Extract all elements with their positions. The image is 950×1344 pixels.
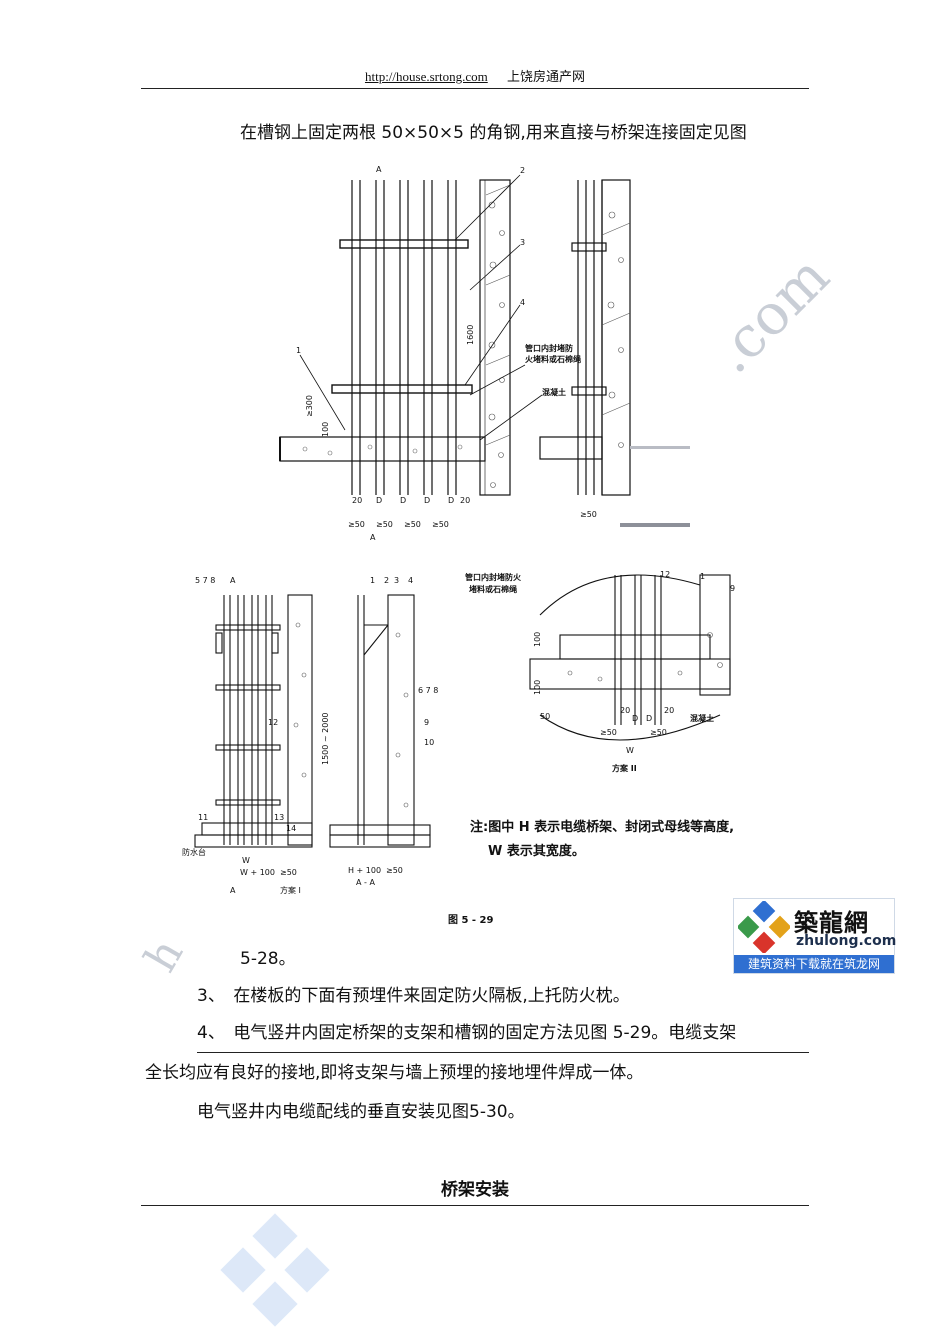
mid-section-aa: A - A [356,878,375,887]
lower-label-12: 12 [268,718,278,727]
right-dim-50: 50 [540,712,550,721]
paragraph-4-line-2: 全长均应有良好的接地,即将支架与墙上预埋的接地埋件焊成一体。 [145,1063,644,1083]
mid-dim-h: H + 100 [348,866,381,875]
upper-right-drawing [539,179,631,496]
mid-label-10: 10 [424,738,434,747]
zhulong-logo-cn: 築龍網 [794,908,869,937]
right-dim-100a: 100 [533,632,542,647]
divider-line [197,1052,809,1053]
lower-label-14: 14 [286,824,296,833]
right-dim-100b: 100 [533,680,542,695]
right-gap-50b: ≥50 [650,728,667,737]
gray-rule-2 [620,523,690,527]
lower-dim-w100: W + 100 [240,868,275,877]
right-seal-note-2: 堵料或石棉绳 [469,584,517,594]
upper-dim-20b: 20 [460,496,470,505]
lower-label-13: 13 [274,813,284,822]
upper-seal-note-2: 火堵料或石棉绳 [525,354,581,364]
upper-label-3: 3 [520,238,525,247]
upper-right-wall-hatch [601,211,631,448]
page-header: http://house.srtong.com 上饶房通产网 [141,66,809,89]
zhulong-logo-en: zhulong.com [796,933,897,949]
watermark-h: h [135,930,194,981]
scheme-1-label: 方案 I [280,885,301,895]
upper-dim-d3: D [424,496,430,505]
upper-gap-50d: ≥50 [432,520,449,529]
figure-caption: 图 5 - 29 [448,914,494,926]
faint-logo-watermark [220,1213,330,1327]
lower-dim-w: W [242,856,250,865]
lower-middle-drawing [329,594,431,848]
lower-label-578: 5 7 8 [195,576,215,585]
paragraph-5: 电气竖井内电缆配线的垂直安装见图5-30。 [197,1102,525,1122]
right-dim-20a: 20 [620,706,630,715]
section-heading: 桥架安装 [441,1180,509,1200]
lower-label-11: 11 [198,813,208,822]
right-dim-w: W [626,746,634,755]
paragraph-3: 3、 在楼板的下面有预埋件来固定防火隔板,上托防火枕。 [197,986,630,1006]
right-label-9: 9 [730,584,735,593]
upper-label-section-a-bottom: A [370,533,376,542]
mid-label-4: 4 [408,576,413,585]
right-label-12: 12 [660,570,670,579]
right-dim-d2: D [646,714,652,723]
lower-label-platform: 防水台 [182,847,206,857]
mid-dim-1500: 1500 ~ 2000 [321,712,330,765]
upper-left-drawing [279,179,511,496]
upper-label-1: 1 [296,346,301,355]
mid-label-1: 1 [370,576,375,585]
mid-label-2: 2 [384,576,389,585]
mid-gap-50: ≥50 [386,866,403,875]
upper-left-wall-hatch [485,184,511,488]
upper-dim-d1: D [376,496,382,505]
paragraph-1: 在槽钢上固定两根 50×50×5 的角钢,用来直接与桥架连接固定见图 [240,123,747,143]
lower-label-a: A [230,576,236,585]
upper-dim-100: 100 [321,422,330,437]
figure-note-line-2: W 表示其宽度。 [488,843,585,859]
upper-right-gap-50: ≥50 [580,510,597,519]
mid-label-3: 3 [394,576,399,585]
header-url[interactable]: http://house.srtong.com [364,69,488,84]
right-label-1: 1 [700,572,705,581]
right-dim-d1: D [632,714,638,723]
upper-seal-note: 管口内封堵防 [525,343,573,353]
mid-label-9: 9 [424,718,429,727]
zhulong-logo-icon [738,901,790,953]
scheme-2-label: 方案 II [612,763,637,773]
upper-concrete-label: 混凝土 [542,387,566,397]
upper-gap-50b: ≥50 [376,520,393,529]
upper-gap-50a: ≥50 [348,520,365,529]
right-dim-20b: 20 [664,706,674,715]
upper-dim-300: ≥300 [305,395,314,417]
right-concrete-label: 混凝土 [690,713,714,723]
upper-label-section-a-top: A [376,165,382,174]
lower-left-drawing [194,594,313,848]
mid-label-678: 6 7 8 [418,686,438,695]
footer-rule [141,1205,809,1206]
right-gap-50a: ≥50 [600,728,617,737]
lower-label-a-bottom: A [230,886,236,895]
zhulong-logo: 築龍網 zhulong.com 建筑资料下载就在筑龙网 [733,898,897,974]
figure-5-29: 1 2 3 4 A A 1600 ≥300 100 管口内封堵防 火堵料或石棉绳… [182,165,735,926]
lower-gap-50: ≥50 [280,868,297,877]
zhulong-logo-slogan: 建筑资料下载就在筑龙网 [734,955,894,973]
upper-dim-20a: 20 [352,496,362,505]
upper-dim-d4: D [448,496,454,505]
figure-note-line-1: 注:图中 H 表示电缆桥架、封闭式母线等高度, [470,819,734,835]
upper-left-slab-hatch [302,444,463,456]
upper-dim-d2: D [400,496,406,505]
paragraph-2: 5-28。 [240,949,296,969]
paragraph-4-line-1: 4、 电气竖井内固定桥架的支架和槽钢的固定方法见图 5-29。电缆支架 [197,1023,737,1043]
upper-label-2: 2 [520,166,525,175]
gray-rule-1 [630,446,690,449]
right-seal-note: 管口内封堵防火 [465,572,522,582]
lower-right-drawing [529,574,731,741]
upper-label-4: 4 [520,298,525,307]
header-site: 上饶房通产网 [507,69,586,84]
upper-gap-50c: ≥50 [404,520,421,529]
upper-dim-1600: 1600 [466,325,475,345]
